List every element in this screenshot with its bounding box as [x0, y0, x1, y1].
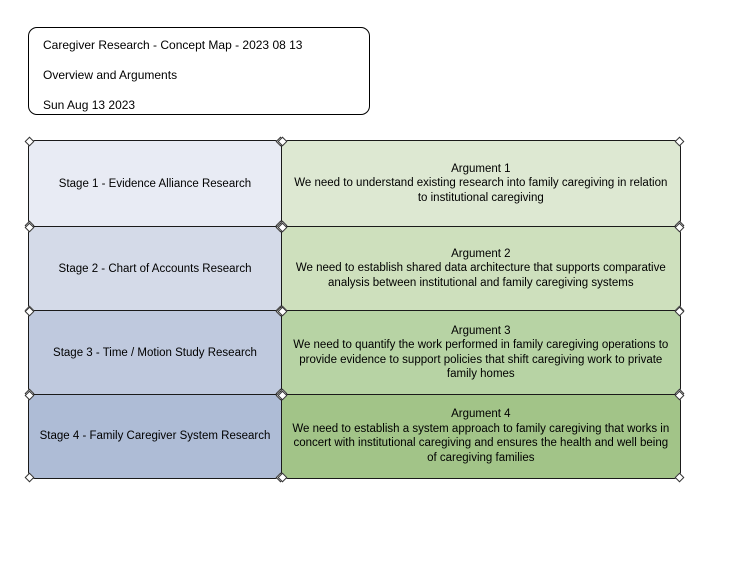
title-line-subtitle: Overview and Arguments — [43, 68, 178, 82]
title-card[interactable]: Caregiver Research - Concept Map - 2023 … — [28, 27, 370, 115]
title-line-heading: Caregiver Research - Concept Map - 2023 … — [43, 38, 303, 52]
argument-box-2[interactable]: Argument 2 We need to establish shared d… — [277, 222, 685, 316]
stage-box-4[interactable]: Stage 4 - Family Caregiver System Resear… — [24, 390, 286, 483]
matrix-row: Stage 1 - Evidence Alliance Research Arg… — [24, 136, 685, 231]
argument-box-1[interactable]: Argument 1 We need to understand existin… — [277, 136, 685, 231]
argument-text-1: Argument 1 We need to understand existin… — [282, 162, 680, 206]
matrix-row: Stage 4 - Family Caregiver System Resear… — [24, 390, 685, 483]
stage-box-3[interactable]: Stage 3 - Time / Motion Study Research — [24, 306, 286, 399]
stage-box-2[interactable]: Stage 2 - Chart of Accounts Research — [24, 222, 286, 316]
connector-handle-icon — [24, 136, 35, 147]
argument-body-3: We need to quantify the work performed i… — [293, 339, 669, 381]
argument-body-2: We need to establish shared data archite… — [295, 262, 666, 289]
argument-body-1: We need to understand existing research … — [294, 177, 668, 204]
stage-label-4: Stage 4 - Family Caregiver System Resear… — [39, 430, 271, 443]
stage-label-2: Stage 2 - Chart of Accounts Research — [58, 262, 252, 275]
connector-handle-icon — [674, 472, 685, 483]
argument-text-4: Argument 4 We need to establish a system… — [282, 407, 680, 465]
argument-title-1: Argument 1 — [451, 162, 511, 175]
matrix-row: Stage 2 - Chart of Accounts Research Arg… — [24, 222, 685, 316]
argument-text-3: Argument 3 We need to quantify the work … — [282, 324, 680, 382]
argument-title-3: Argument 3 — [451, 324, 511, 337]
connector-handle-icon — [24, 472, 35, 483]
stage-argument-matrix: Stage 1 - Evidence Alliance Research Arg… — [24, 136, 685, 483]
argument-title-4: Argument 4 — [451, 408, 511, 421]
argument-title-2: Argument 2 — [451, 247, 511, 260]
title-line-date: Sun Aug 13 2023 — [43, 98, 136, 112]
matrix-row: Stage 3 - Time / Motion Study Research A… — [24, 306, 685, 399]
argument-box-4[interactable]: Argument 4 We need to establish a system… — [277, 390, 685, 483]
argument-box-3[interactable]: Argument 3 We need to quantify the work … — [277, 306, 685, 399]
argument-text-2: Argument 2 We need to establish shared d… — [282, 247, 680, 291]
stage-label-3: Stage 3 - Time / Motion Study Research — [53, 346, 257, 359]
stage-box-1[interactable]: Stage 1 - Evidence Alliance Research — [24, 136, 286, 231]
connector-handle-icon — [674, 136, 685, 147]
argument-body-4: We need to establish a system approach t… — [292, 422, 670, 464]
stage-label-1: Stage 1 - Evidence Alliance Research — [58, 177, 252, 190]
